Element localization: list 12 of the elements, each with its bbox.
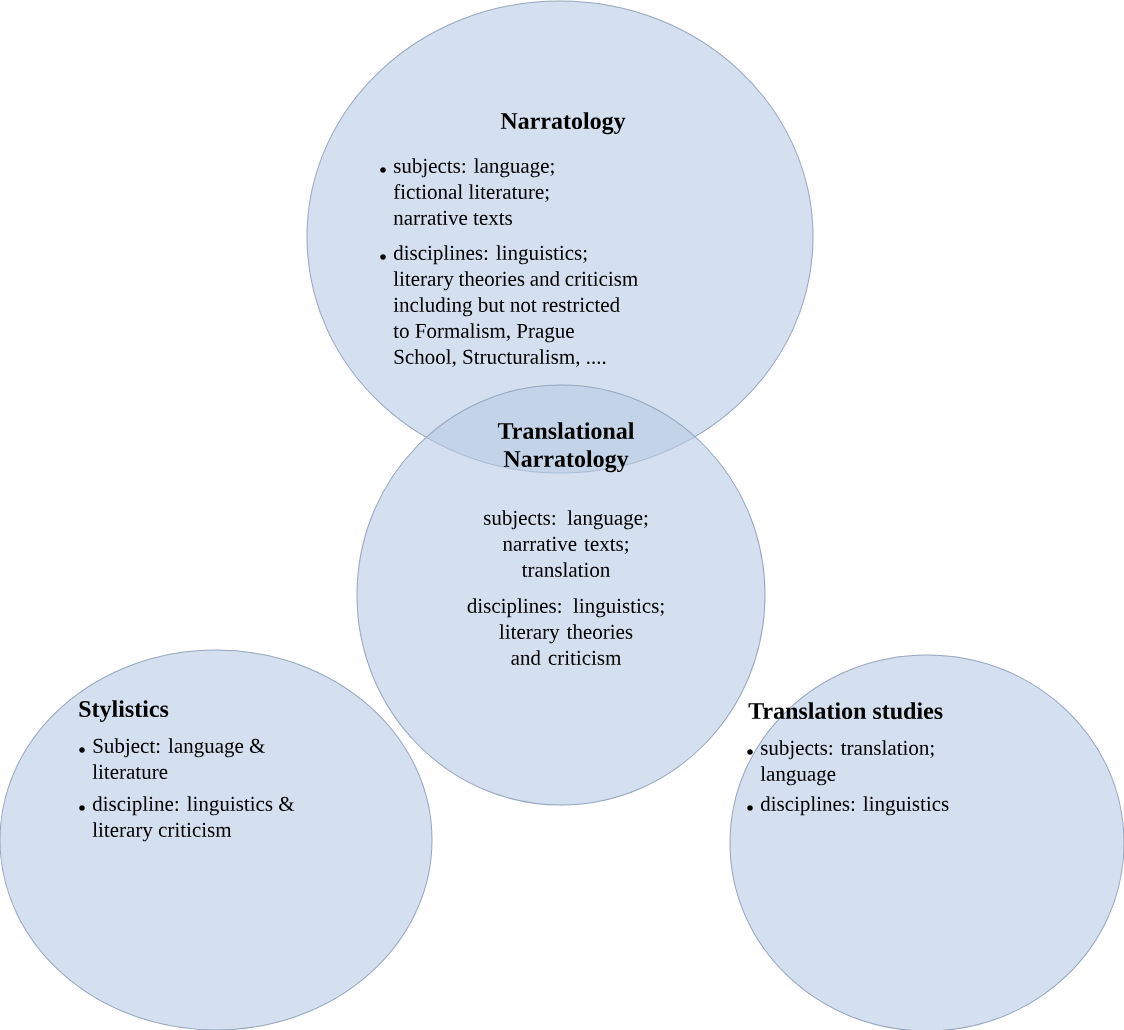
heading: Stylistics: [79, 700, 169, 723]
circle: [729, 654, 1124, 1030]
heading: Translation studies: [748, 702, 943, 720]
heading: Narratology: [500, 112, 626, 135]
list-item: discipline: linguistics & literary criticism: [92, 796, 295, 842]
body-text: subjects: language; narrative texts; translation: [484, 510, 648, 577]
list-item: subjects: language; fictional literature; narrative texts: [393, 158, 554, 225]
list-item: disciplines: linguistics; literary theories and criticism including but not restricted to Formalism, Prague School, Structuralism, ....: [393, 245, 638, 367]
circle: [0, 649, 433, 1030]
list-item: disciplines: linguistics: [760, 796, 949, 816]
body-text: disciplines: linguistics; literary theories and criticism: [467, 598, 664, 665]
heading: Translational Narratology: [497, 422, 635, 473]
